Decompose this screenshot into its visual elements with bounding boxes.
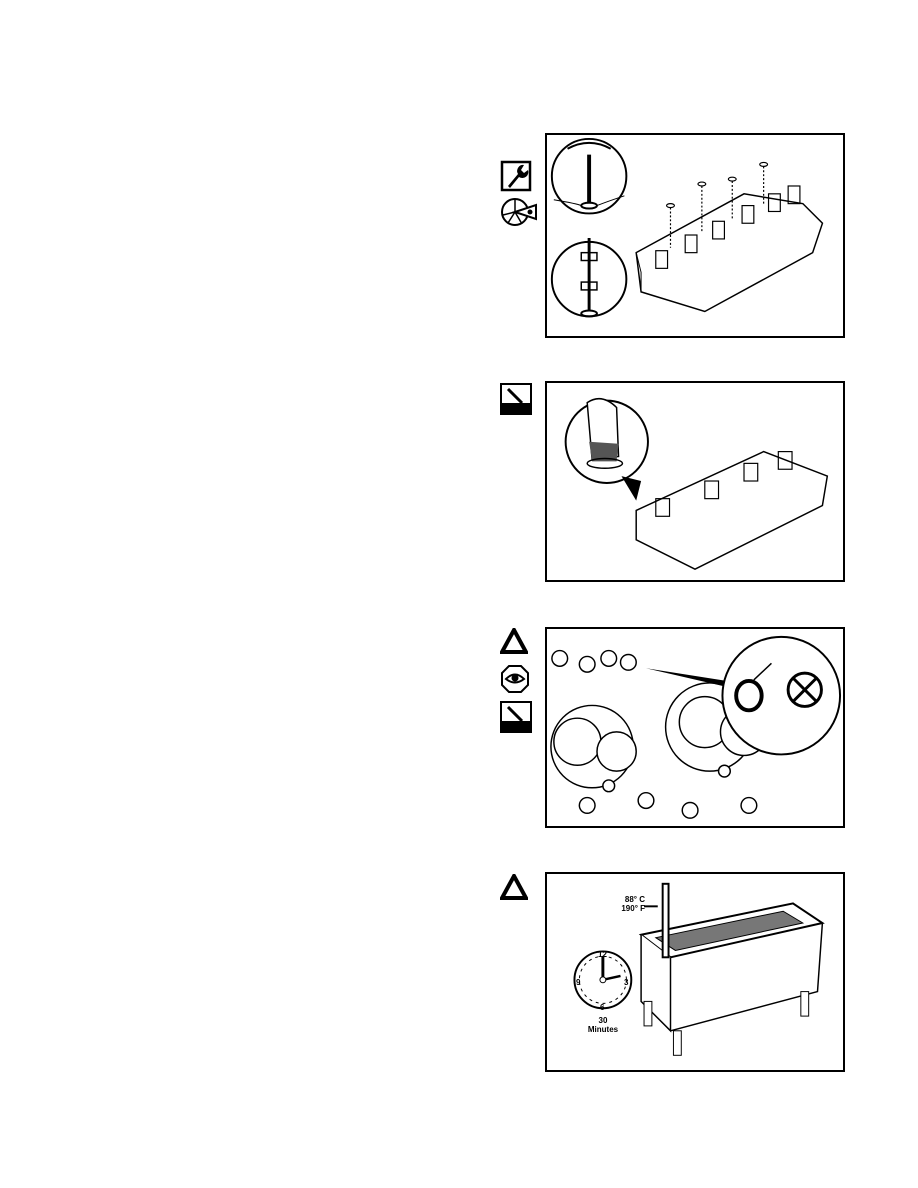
lubricate-icon bbox=[500, 383, 532, 415]
head-cleaning-tank-figure: 88° C 190° F 12 3 6 9 30 Minutes bbox=[545, 872, 845, 1072]
clock-9: 9 bbox=[576, 978, 581, 987]
warning-triangle-icon bbox=[498, 871, 530, 900]
clock-3: 3 bbox=[624, 978, 629, 987]
duration-value: 30 bbox=[598, 1016, 608, 1025]
duration-unit: Minutes bbox=[587, 1025, 619, 1034]
duration-label: 30 Minutes bbox=[578, 1016, 628, 1034]
lubricate-icon bbox=[500, 701, 532, 733]
valve-lapping-figure bbox=[545, 381, 845, 582]
inspect-pie-icon bbox=[500, 195, 538, 229]
wrench-icon bbox=[500, 160, 532, 192]
eye-inspect-icon bbox=[500, 664, 530, 694]
valve-removal-figure bbox=[545, 133, 845, 338]
temperature-label: 88° C 190° F bbox=[607, 895, 645, 913]
temperature-celsius: 88° C bbox=[624, 895, 645, 904]
valve-seat-inspection-figure bbox=[545, 627, 845, 828]
warning-triangle-icon bbox=[498, 625, 530, 654]
clock-12: 12 bbox=[598, 950, 607, 959]
clock-6: 6 bbox=[600, 1003, 605, 1012]
temperature-fahrenheit: 190° F bbox=[621, 904, 645, 913]
